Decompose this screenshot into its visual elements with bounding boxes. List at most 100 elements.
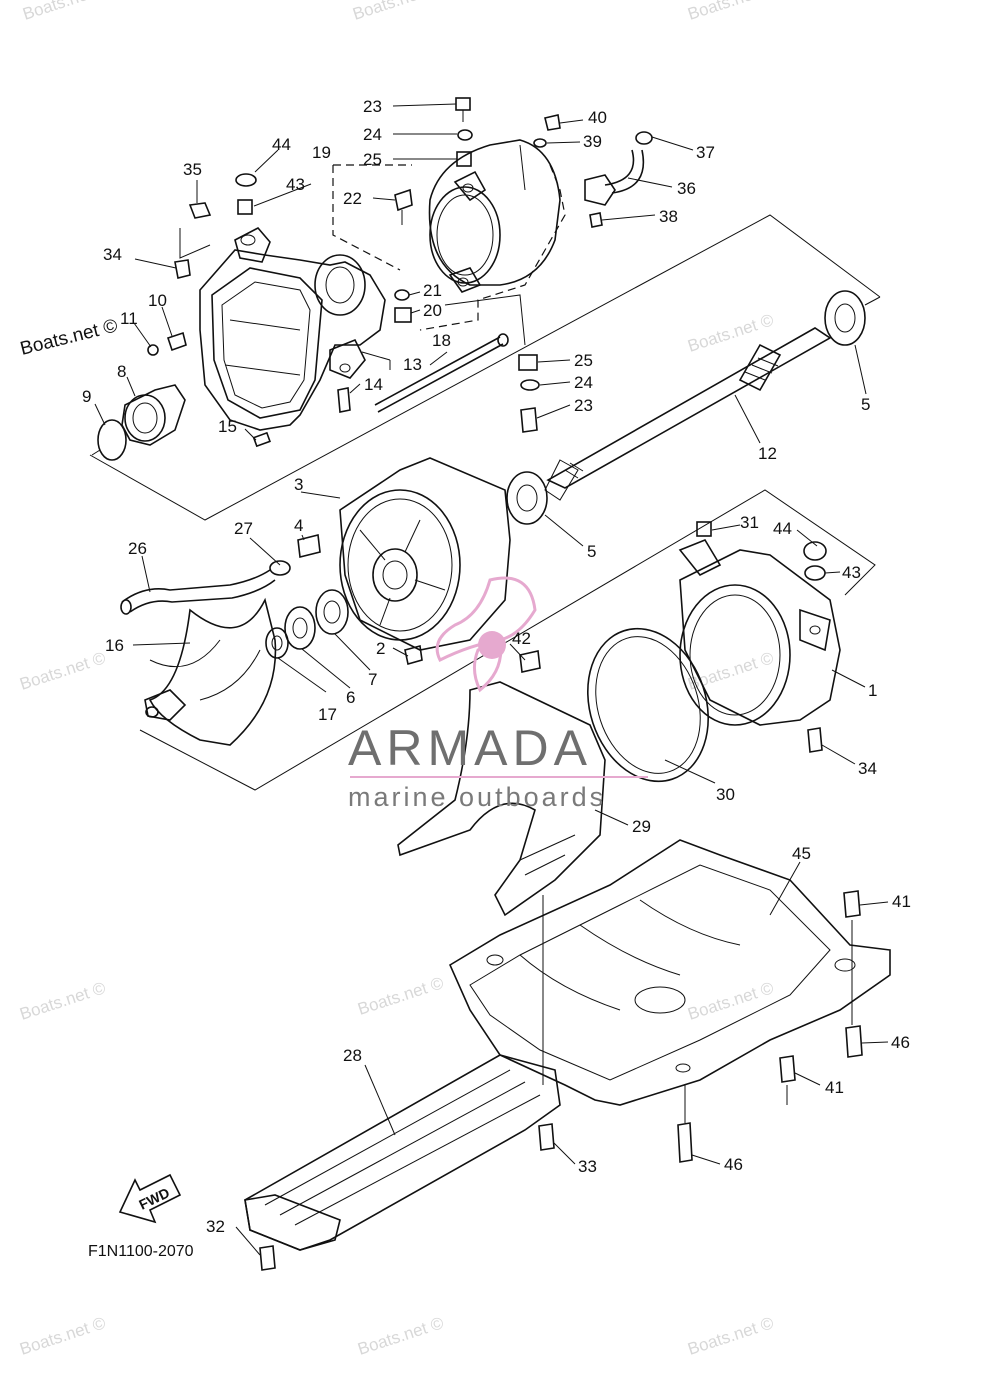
intake-grate-28 <box>244 1054 561 1251</box>
callout: 11 <box>120 309 138 328</box>
callout: 34 <box>103 245 122 264</box>
callout: 34 <box>858 759 877 778</box>
watermark: Boats.net © <box>17 648 108 694</box>
watermark: Boats.net © <box>350 0 441 24</box>
figure-code: F1N1100-2070 <box>88 1243 194 1260</box>
fwd-arrow: FWD <box>118 1173 182 1224</box>
callout: 42 <box>512 629 531 648</box>
callout: 20 <box>423 301 442 320</box>
bearing-5-lower <box>506 471 548 525</box>
brand-tagline: marine outboards <box>348 782 606 812</box>
callout: 23 <box>574 396 593 415</box>
propeller-hub-icon <box>478 631 506 659</box>
callout: 24 <box>574 373 593 392</box>
callout: 19 <box>312 143 331 162</box>
callout: 29 <box>632 817 651 836</box>
armada-logo: ARMADA marine outboards <box>348 576 648 812</box>
callout: 46 <box>891 1033 910 1052</box>
callout: 8 <box>117 362 126 381</box>
callout: 26 <box>128 539 147 558</box>
callout: 7 <box>368 670 377 689</box>
callout: 16 <box>105 636 124 655</box>
bearing-5-upper <box>824 290 866 346</box>
drive-shaft-12 <box>544 327 832 501</box>
callout: 43 <box>842 563 861 582</box>
callout: 33 <box>578 1157 597 1176</box>
callout: 23 <box>363 97 382 116</box>
watermark: Boats.net © <box>17 978 108 1024</box>
callout: 22 <box>343 189 362 208</box>
nozzle-housing-1 <box>678 539 841 726</box>
callout: 9 <box>82 387 91 406</box>
cover-8 <box>121 384 186 446</box>
callout: 39 <box>583 132 602 151</box>
callout: 40 <box>588 108 607 127</box>
watermark: Boats.net © <box>685 1313 776 1359</box>
callout: 12 <box>758 444 777 463</box>
liner-30-inner <box>595 636 701 774</box>
callout: 36 <box>677 179 696 198</box>
watermark: Boats.net © <box>355 973 446 1019</box>
watermark-bold: Boats.net © <box>18 315 120 359</box>
callout: 4 <box>294 516 303 535</box>
propeller-logo-icon <box>435 576 537 693</box>
callout: 5 <box>587 542 596 561</box>
watermark: Boats.net © <box>685 648 776 694</box>
callout: 37 <box>696 143 715 162</box>
callout: 44 <box>773 519 792 538</box>
pump-housing-13 <box>199 226 386 431</box>
callout: 18 <box>432 331 451 350</box>
bearing-7-inner <box>323 600 341 624</box>
callout: 17 <box>318 705 337 724</box>
callout: 31 <box>740 513 759 532</box>
small-hardware <box>147 97 863 1271</box>
o-ring-9 <box>97 419 127 461</box>
callout: 27 <box>234 519 253 538</box>
seal-6 <box>284 606 316 650</box>
callout: 46 <box>724 1155 743 1174</box>
bearing-5-upper-inner <box>834 303 856 333</box>
callout: 32 <box>206 1217 225 1236</box>
watermark: Boats.net © <box>685 978 776 1024</box>
ride-plate-45 <box>448 839 891 1106</box>
bearing-5-lower-inner <box>516 484 538 512</box>
callout: 35 <box>183 160 202 179</box>
callout: 13 <box>403 355 422 374</box>
watermark: Boats.net © <box>685 310 776 356</box>
callout: 41 <box>892 892 911 911</box>
callout: 3 <box>294 475 303 494</box>
watermark: Boats.net © <box>355 1313 446 1359</box>
impeller-housing-3 <box>339 457 511 651</box>
callout: 25 <box>574 351 593 370</box>
callout: 14 <box>364 375 383 394</box>
callout: 44 <box>272 135 291 154</box>
brand-name: ARMADA <box>348 720 592 776</box>
callout: 30 <box>716 785 735 804</box>
callout: 43 <box>286 175 305 194</box>
callout: 28 <box>343 1046 362 1065</box>
callout: 38 <box>659 207 678 226</box>
callout: 1 <box>868 681 877 700</box>
bracket-29 <box>397 681 606 917</box>
part-callouts: 1 2 3 4 5 5 6 7 8 9 10 11 12 13 14 15 16… <box>82 97 911 1236</box>
hose-26 <box>120 560 291 615</box>
callout: 2 <box>376 639 385 658</box>
callout: 10 <box>148 291 167 310</box>
impeller-16 <box>144 597 277 746</box>
seal-6-inner <box>292 617 308 639</box>
intake-housing-19 <box>428 139 561 293</box>
callout: 24 <box>363 125 382 144</box>
callout: 5 <box>861 395 870 414</box>
watermark: Boats.net © <box>20 0 111 24</box>
callout: 25 <box>363 150 382 169</box>
watermark: Boats.net © <box>685 0 776 24</box>
callout: 6 <box>346 688 355 707</box>
callout: 41 <box>825 1078 844 1097</box>
bolt-18 <box>374 333 509 413</box>
group-frames <box>89 164 881 791</box>
callout: 45 <box>792 844 811 863</box>
liner-30 <box>587 627 709 783</box>
watermark: Boats.net © <box>17 1313 108 1359</box>
washer-17 <box>265 627 289 659</box>
callout: 21 <box>423 281 442 300</box>
